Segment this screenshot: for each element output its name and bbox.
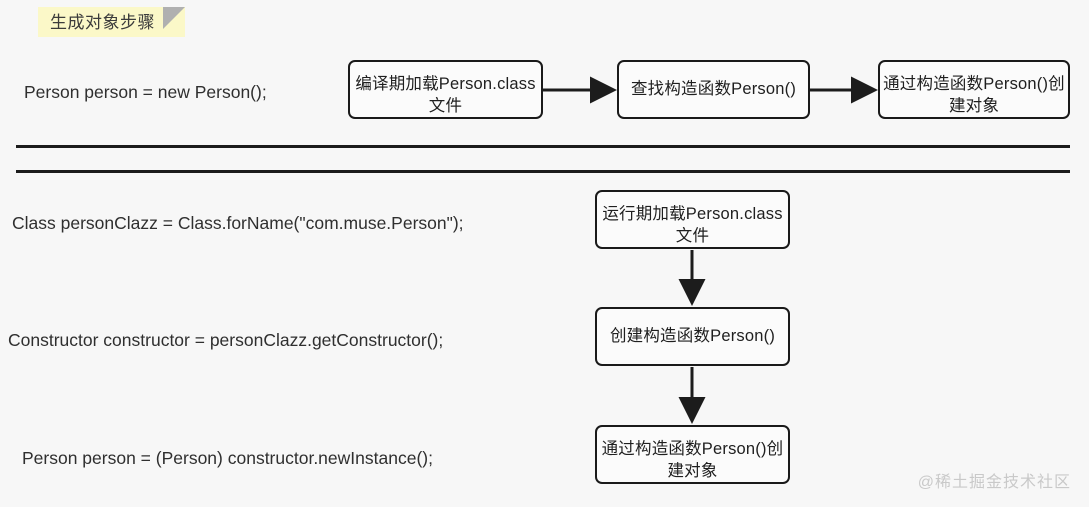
flow-box-create-constructor-label: 创建构造函数Person() [609,326,776,345]
divider-rule-lower [16,170,1070,173]
section-tag-label: 生成对象步骤 [50,12,155,32]
flow-box-create-constructor[interactable]: 创建构造函数Person() [595,307,790,366]
flow-box-compile-load-label: 编译期加载Person.class文件 [355,75,536,115]
flow-box-runtime-load[interactable]: 运行期加载Person.class文件 [595,190,790,249]
section-tag: 生成对象步骤 [38,7,185,37]
flow-box-find-constructor-label: 查找构造函数Person() [630,79,797,98]
watermark: @稀土掘金技术社区 [917,474,1071,491]
flow-box-create-object-new-label: 通过构造函数Person()创建对象 [883,75,1065,115]
code-statement-newinstance: Person person = (Person) constructor.new… [22,448,433,468]
divider-rule-upper [16,145,1070,148]
flow-box-compile-load[interactable]: 编译期加载Person.class文件 [348,60,543,119]
flow-box-create-object-new[interactable]: 通过构造函数Person()创建对象 [878,60,1070,119]
flow-box-find-constructor[interactable]: 查找构造函数Person() [617,60,810,119]
flow-box-runtime-load-label: 运行期加载Person.class文件 [602,205,783,245]
flow-box-create-object-reflect-label: 通过构造函数Person()创建对象 [601,440,784,480]
flow-box-create-object-reflect[interactable]: 通过构造函数Person()创建对象 [595,425,790,484]
code-statement-new: Person person = new Person(); [24,82,267,102]
tag-fold-corner-icon [163,7,185,29]
code-statement-getconstructor: Constructor constructor = personClazz.ge… [8,330,444,350]
code-statement-forname: Class personClazz = Class.forName("com.m… [12,213,464,233]
